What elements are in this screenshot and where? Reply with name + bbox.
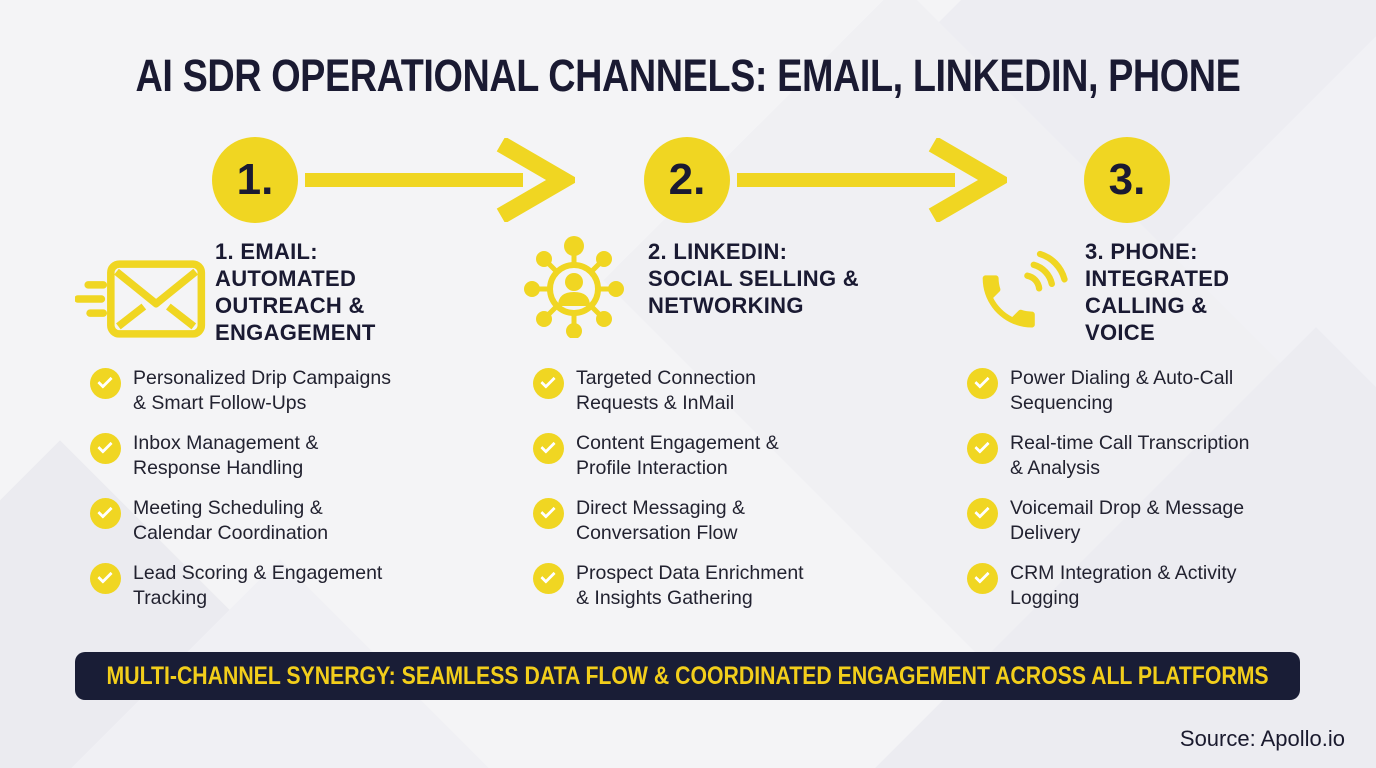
list-item: Real-time Call Transcription & Analysis <box>967 431 1250 481</box>
check-icon <box>533 498 564 529</box>
check-icon <box>533 563 564 594</box>
check-icon <box>967 498 998 529</box>
column-email: 1. EMAIL: AUTOMATED OUTREACH & ENGAGEMEN… <box>74 236 505 609</box>
check-icon <box>967 368 998 399</box>
check-icon <box>533 433 564 464</box>
list-item: Meeting Scheduling & Calendar Coordinati… <box>90 496 391 546</box>
column-email-items: Personalized Drip Campaigns & Smart Foll… <box>90 366 391 626</box>
list-item: Direct Messaging & Conversation Flow <box>533 496 804 546</box>
network-icon <box>524 236 624 339</box>
phone-icon <box>982 250 1068 328</box>
check-icon <box>90 498 121 529</box>
column-phone: 3. PHONE: INTEGRATED CALLING & VOICE Pow… <box>958 236 1373 609</box>
list-item: CRM Integration & Activity Logging <box>967 561 1250 611</box>
check-icon <box>533 368 564 399</box>
check-icon <box>90 433 121 464</box>
check-icon <box>90 563 121 594</box>
step-1-number-badge: 1. <box>212 137 298 223</box>
list-item: Personalized Drip Campaigns & Smart Foll… <box>90 366 391 416</box>
step-2-number: 2. <box>668 155 706 204</box>
column-linkedin-heading: 2. LINKEDIN: SOCIAL SELLING & NETWORKING <box>648 239 859 318</box>
step-1-number: 1. <box>236 155 274 204</box>
list-item: Lead Scoring & Engagement Tracking <box>90 561 391 611</box>
column-phone-items: Power Dialing & Auto-Call Sequencing Rea… <box>967 366 1250 626</box>
list-item: Power Dialing & Auto-Call Sequencing <box>967 366 1250 416</box>
column-email-heading: 1. EMAIL: AUTOMATED OUTREACH & ENGAGEMEN… <box>215 239 376 345</box>
synergy-banner-text: MULTI-CHANNEL SYNERGY: SEAMLESS DATA FLO… <box>106 661 1269 690</box>
column-linkedin: 2. LINKEDIN: SOCIAL SELLING & NETWORKING… <box>520 236 950 609</box>
arrow-right-icon <box>305 138 575 222</box>
list-item: Voicemail Drop & Message Delivery <box>967 496 1250 546</box>
list-item: Content Engagement & Profile Interaction <box>533 431 804 481</box>
check-icon <box>90 368 121 399</box>
check-icon <box>967 433 998 464</box>
list-item: Inbox Management & Response Handling <box>90 431 391 481</box>
list-item: Targeted Connection Requests & InMail <box>533 366 804 416</box>
column-linkedin-items: Targeted Connection Requests & InMail Co… <box>533 366 804 626</box>
email-icon <box>74 260 206 338</box>
synergy-banner: MULTI-CHANNEL SYNERGY: SEAMLESS DATA FLO… <box>75 652 1300 700</box>
source-attribution: Source: Apollo.io <box>1179 726 1345 751</box>
step-2-number-badge: 2. <box>644 137 730 223</box>
check-icon <box>967 563 998 594</box>
list-item: Prospect Data Enrichment & Insights Gath… <box>533 561 804 611</box>
column-phone-heading: 3. PHONE: INTEGRATED CALLING & VOICE <box>1085 239 1230 345</box>
page-title: AI SDR OPERATIONAL CHANNELS: EMAIL, LINK… <box>135 50 1241 101</box>
arrow-right-icon <box>737 138 1007 222</box>
step-3-number-badge: 3. <box>1084 137 1170 223</box>
step-3-number: 3. <box>1108 155 1146 204</box>
